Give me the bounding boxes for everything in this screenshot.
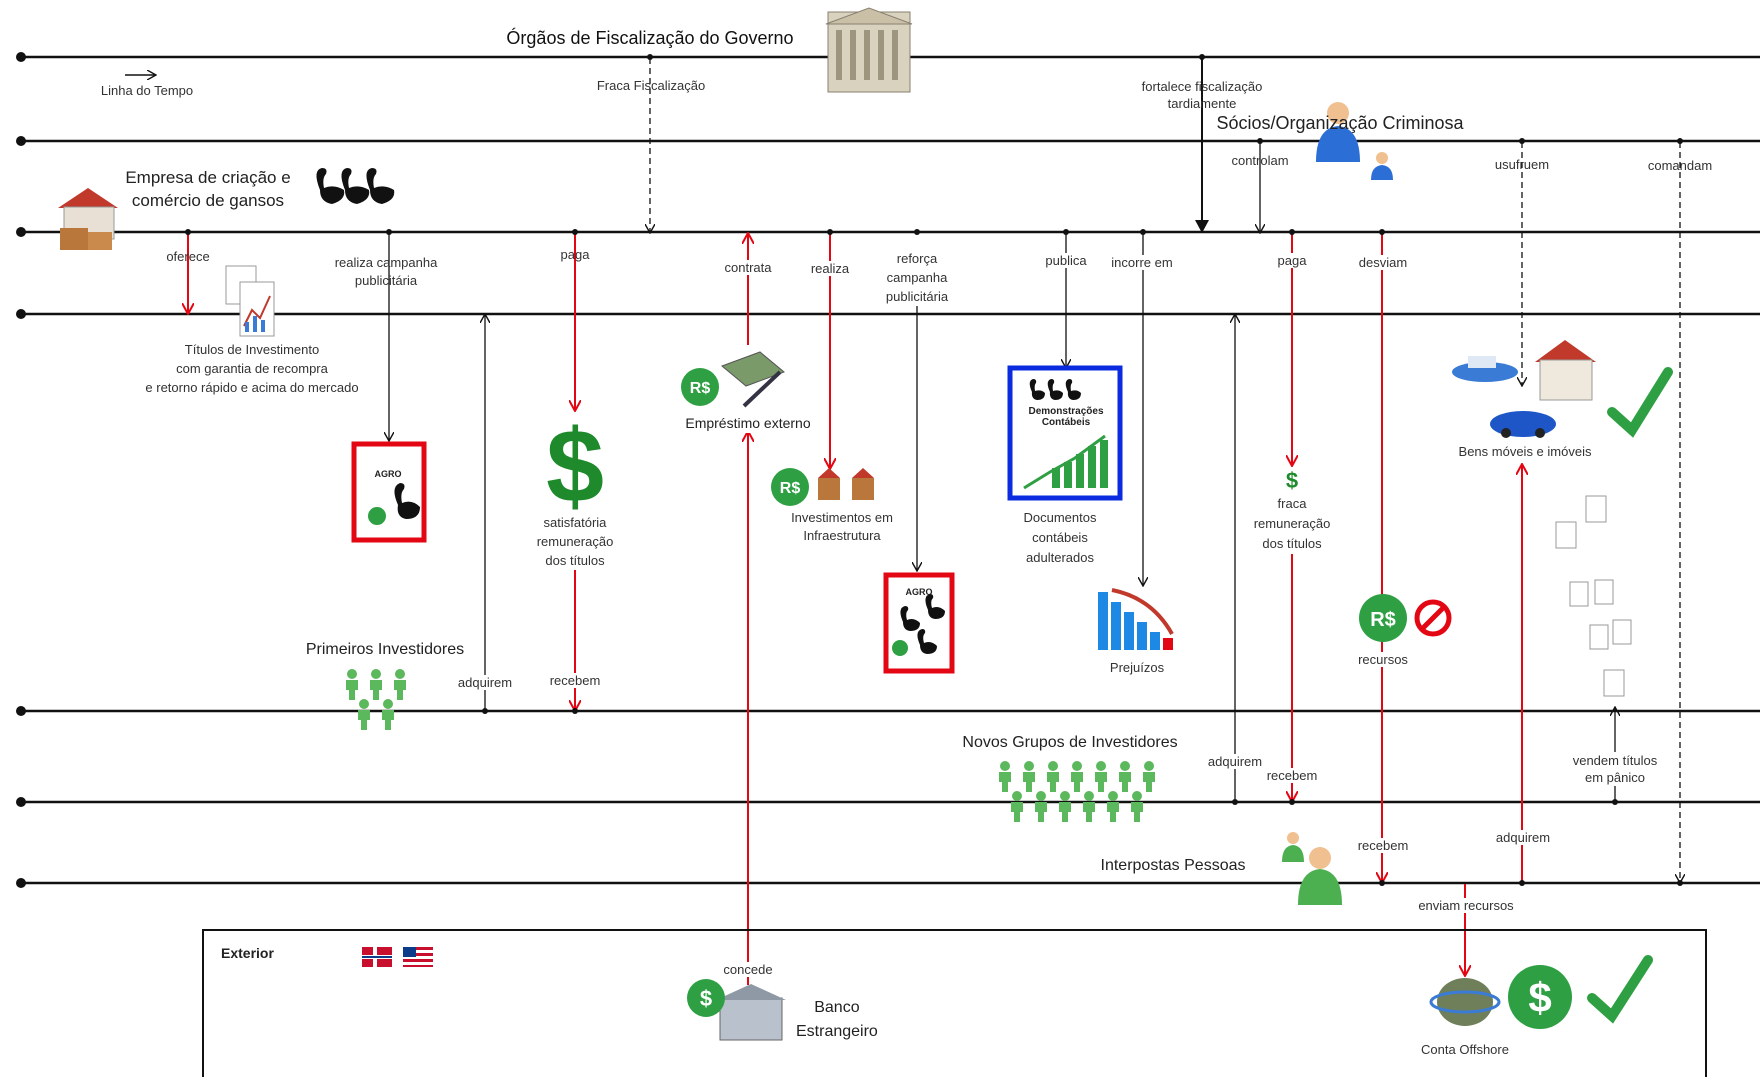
edge-label-control: controlam xyxy=(1231,153,1289,168)
losses-chart-icon xyxy=(1098,588,1174,650)
edge-label-weak-oversight: Fraca Fiscalização xyxy=(596,78,706,93)
edge-label-pays: paga xyxy=(560,247,590,262)
titles-label: Títulos de Investimento com garantia de … xyxy=(145,342,359,395)
edge-label-realizes: realiza xyxy=(810,261,850,276)
flow-arrows xyxy=(188,58,1680,985)
new-investors-people-icon xyxy=(999,761,1155,822)
foreign-bank-icon: $ xyxy=(687,979,786,1041)
svg-text:$: $ xyxy=(700,986,712,1011)
infrastructure-label: Investimentos em Infraestrutura xyxy=(791,510,893,543)
exterior-label: Exterior xyxy=(221,945,274,961)
connection-dots xyxy=(185,54,1683,886)
resources-forbidden-icon: R$ xyxy=(1359,594,1452,642)
edge-label-incurs: incorre em xyxy=(1111,255,1173,270)
edge-label-receive3: recebem xyxy=(1357,838,1409,853)
agro-label-1: AGRO xyxy=(374,469,402,479)
edge-label-hires: contrata xyxy=(724,260,772,275)
company-house-icon xyxy=(58,188,118,250)
scattered-titles-icon xyxy=(1555,495,1632,697)
first-investors-label: Primeiros Investidores xyxy=(305,641,465,658)
edge-label-enjoy: usufruem xyxy=(1494,157,1550,172)
losses-label: Prejuízos xyxy=(1109,660,1165,675)
accounting-statements-box xyxy=(1007,365,1123,501)
foreign-bank-label: Banco Estrangeiro xyxy=(796,999,878,1040)
offshore-account-icon: $ xyxy=(1429,965,1572,1029)
edge-label-receive: recebem xyxy=(549,673,601,688)
edge-label-divert: desviam xyxy=(1358,255,1408,270)
edge-label-sell-panic: vendem títulos em pânico xyxy=(1572,752,1658,786)
edge-label-acquire: adquirem xyxy=(457,675,513,690)
edge-label-send-resources: enviam recursos xyxy=(1418,898,1514,913)
resources-label: recursos xyxy=(1358,652,1408,667)
infrastructure-icon: R$ xyxy=(771,468,874,506)
dollar-icon: $ xyxy=(546,409,604,525)
proxies-label: Interpostas Pessoas xyxy=(1100,857,1246,874)
company-label: Empresa de criação e comércio de gansos xyxy=(125,168,291,210)
edge-label-receive2: recebem xyxy=(1266,768,1318,783)
proxies-avatar-icon xyxy=(1282,832,1342,905)
weak-payment-label: fraca remuneração dos títulos xyxy=(1253,494,1331,554)
svg-text:R$: R$ xyxy=(1370,609,1396,631)
edge-label-campaign: realiza campanha publicitária xyxy=(334,255,438,288)
edge-label-pays2: paga xyxy=(1277,253,1307,268)
assets-icon xyxy=(1452,340,1596,438)
criminal-org-label: Sócios/Organização Criminosa xyxy=(1216,113,1464,133)
government-building-icon xyxy=(825,7,913,93)
titles-document-icon xyxy=(225,265,275,337)
offshore-label: Conta Offshore xyxy=(1421,1042,1509,1057)
documents-label: Documentos contábeis adulterados xyxy=(1023,510,1097,565)
criminal-org-avatar-icon xyxy=(1316,102,1393,180)
goose-icon xyxy=(316,168,395,204)
svg-text:$: $ xyxy=(546,409,604,525)
svg-text:$: $ xyxy=(1528,974,1551,1021)
agro-box-1 xyxy=(351,441,427,543)
edge-label-strengthens: fortalece fiscalização tardiamente xyxy=(1141,79,1263,111)
edge-label-publishes: publica xyxy=(1045,253,1087,268)
agro-label-2: AGRO xyxy=(905,587,933,597)
government-label: Órgãos de Fiscalização do Governo xyxy=(506,28,794,48)
first-investors-people-icon xyxy=(346,669,406,730)
timeline-label: Linha do Tempo xyxy=(100,83,194,98)
flags-icon xyxy=(362,947,433,967)
edge-label-grants: concede xyxy=(723,962,773,977)
edge-label-command: comandam xyxy=(1647,158,1713,173)
edge-label-acquire2: adquirem xyxy=(1207,754,1263,769)
lifelines xyxy=(20,55,1760,885)
agro-box-2 xyxy=(883,572,955,674)
edge-label-acquire3: adquirem xyxy=(1495,830,1551,845)
svg-text:R$: R$ xyxy=(780,480,801,497)
doc-title-label: Demonstrações Contábeis xyxy=(1028,406,1104,428)
new-investors-label: Novos Grupos de Investidores xyxy=(962,734,1178,751)
checkmark-icon-offshore xyxy=(1587,955,1653,1024)
svg-text:R$: R$ xyxy=(690,380,711,397)
exterior-box xyxy=(202,929,1707,1077)
checkmark-icon xyxy=(1607,367,1673,438)
edge-label-offers: oferece xyxy=(166,249,210,264)
assets-label: Bens móveis e imóveis xyxy=(1458,444,1592,459)
small-dollar-icon: $ xyxy=(1286,468,1298,493)
edge-label-reinforces: reforça campanha publicitária xyxy=(885,249,949,306)
lifeline-start-dots xyxy=(16,52,26,888)
external-loan-icon: R$ xyxy=(681,351,785,408)
satisfactory-label: satisfatória remuneração dos títulos xyxy=(536,515,614,568)
external-loan-label: Empréstimo externo xyxy=(685,414,811,433)
